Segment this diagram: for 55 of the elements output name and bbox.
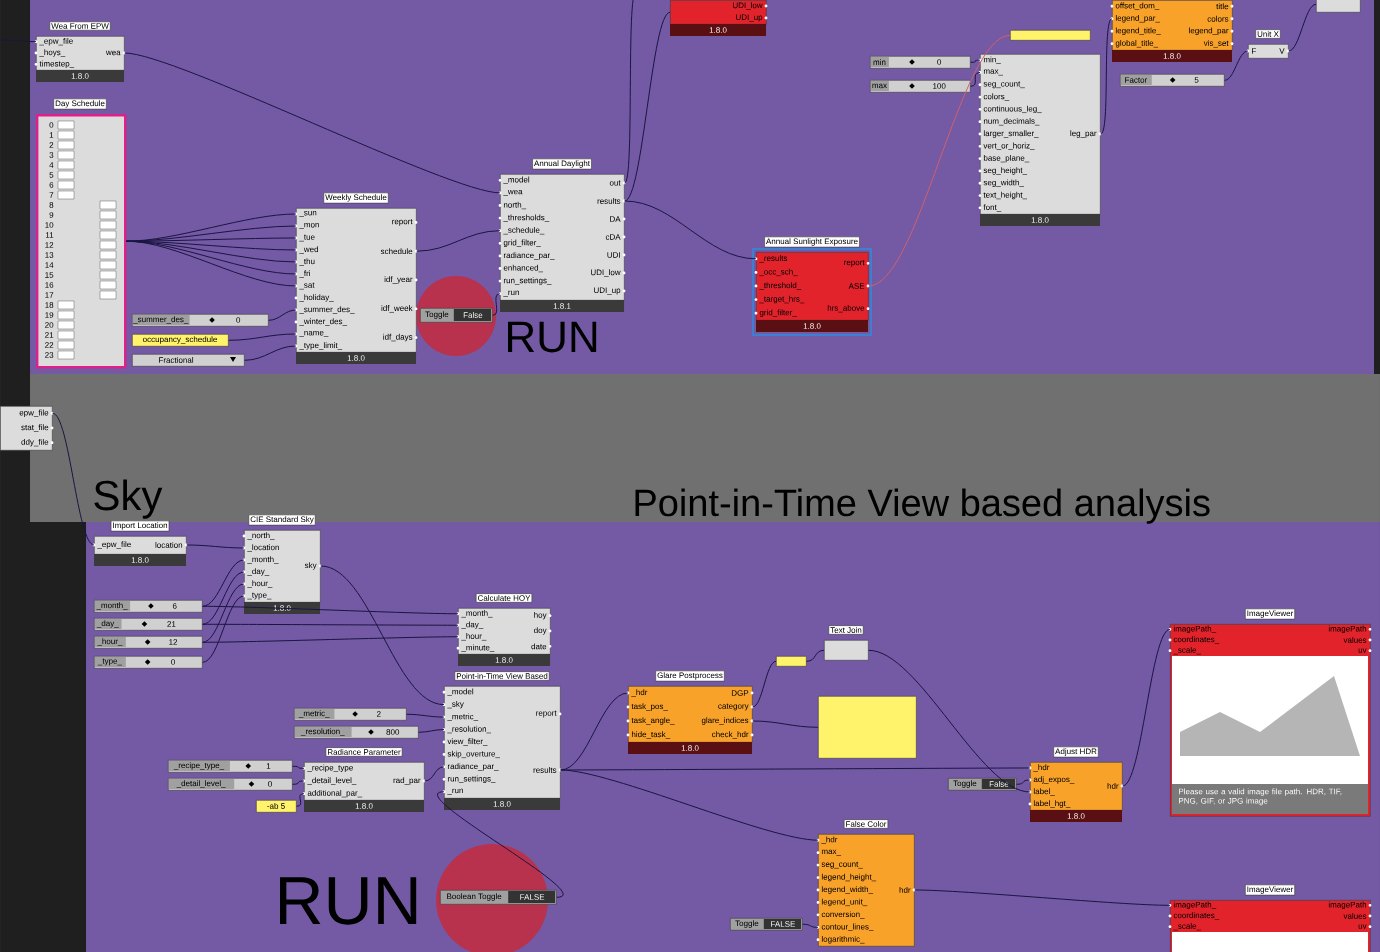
wire — [268, 309, 297, 321]
wire — [125, 240, 297, 287]
wire — [124, 52, 501, 194]
wire — [125, 213, 297, 242]
wire — [624, 11, 671, 202]
wire — [320, 565, 445, 706]
wire — [752, 720, 819, 728]
wire — [202, 583, 245, 643]
wire — [970, 71, 981, 87]
wire — [406, 713, 445, 718]
wire — [202, 571, 245, 625]
heading-text: Point-in-Time View based analysis — [635, 488, 1210, 524]
wire — [52, 412, 95, 546]
wire — [202, 559, 245, 607]
wire — [292, 765, 305, 769]
wire — [868, 649, 1031, 793]
heading-text: Sky — [94, 479, 163, 519]
wire — [202, 623, 459, 626]
heading-text: RUN — [280, 877, 417, 925]
wire — [560, 769, 819, 841]
text-panel — [1010, 30, 1091, 41]
wire — [1122, 628, 1171, 787]
wire — [424, 766, 445, 782]
wire — [806, 649, 825, 662]
wire — [914, 889, 1171, 906]
wire — [868, 34, 1011, 287]
wire — [418, 729, 445, 733]
wire — [1224, 50, 1249, 81]
wire — [202, 595, 245, 663]
wire — [292, 780, 305, 785]
wire — [244, 345, 297, 361]
wire — [0, 39, 37, 43]
wire — [1016, 779, 1031, 785]
wire — [186, 544, 245, 549]
wire — [202, 605, 459, 615]
wire — [624, 0, 637, 184]
wire — [296, 793, 305, 807]
wire — [228, 333, 297, 341]
wire — [492, 293, 501, 316]
wire — [802, 923, 819, 928]
wire — [1288, 3, 1317, 52]
wire — [202, 636, 459, 643]
wire — [560, 767, 1031, 771]
text-panel — [776, 656, 807, 667]
wire — [125, 225, 297, 242]
text-panel — [818, 696, 917, 759]
wire — [1100, 18, 1113, 135]
wire — [560, 692, 629, 771]
wire — [437, 791, 564, 898]
wire — [416, 230, 501, 252]
heading-text: RUN — [508, 321, 597, 353]
wire — [624, 200, 757, 260]
wire — [752, 660, 777, 708]
component-box — [1316, 0, 1361, 13]
wire — [970, 59, 981, 63]
